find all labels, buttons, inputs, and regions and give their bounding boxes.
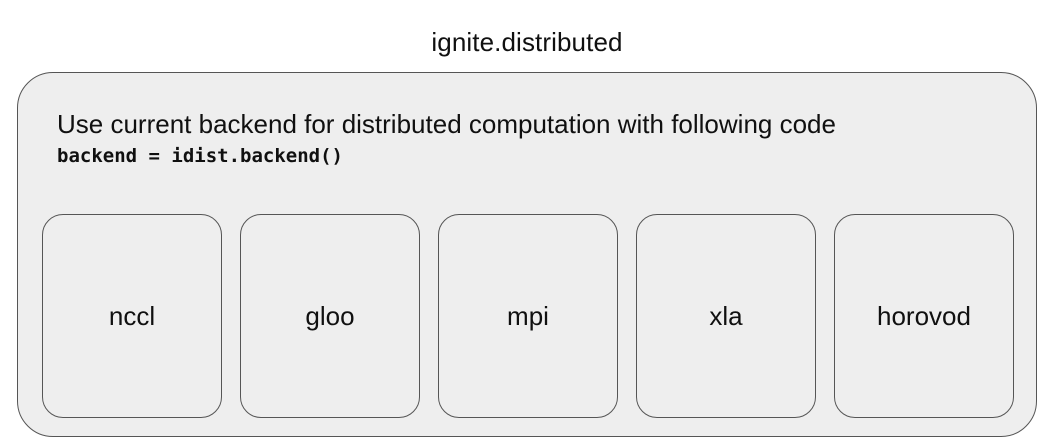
backend-card-label: xla [709, 301, 743, 331]
backend-list: nccl gloo mpi xla horovod [42, 214, 1014, 418]
backend-card-label: mpi [507, 301, 549, 331]
backend-card-mpi[interactable]: mpi [438, 214, 618, 418]
diagram-title: ignite.distributed [431, 27, 623, 57]
backend-card-xla[interactable]: xla [636, 214, 816, 418]
description-text: Use current backend for distributed comp… [57, 109, 836, 139]
description-block: Use current backend for distributed comp… [57, 107, 997, 169]
backend-card-horovod[interactable]: horovod [834, 214, 1014, 418]
ignite-distributed-container: Use current backend for distributed comp… [17, 72, 1037, 437]
backend-card-gloo[interactable]: gloo [240, 214, 420, 418]
backend-card-label: gloo [305, 301, 355, 331]
backend-card-nccl[interactable]: nccl [42, 214, 222, 418]
backend-card-label: nccl [108, 301, 156, 331]
code-snippet: backend = idist.backend() [57, 145, 343, 167]
backend-card-label: horovod [877, 301, 971, 331]
